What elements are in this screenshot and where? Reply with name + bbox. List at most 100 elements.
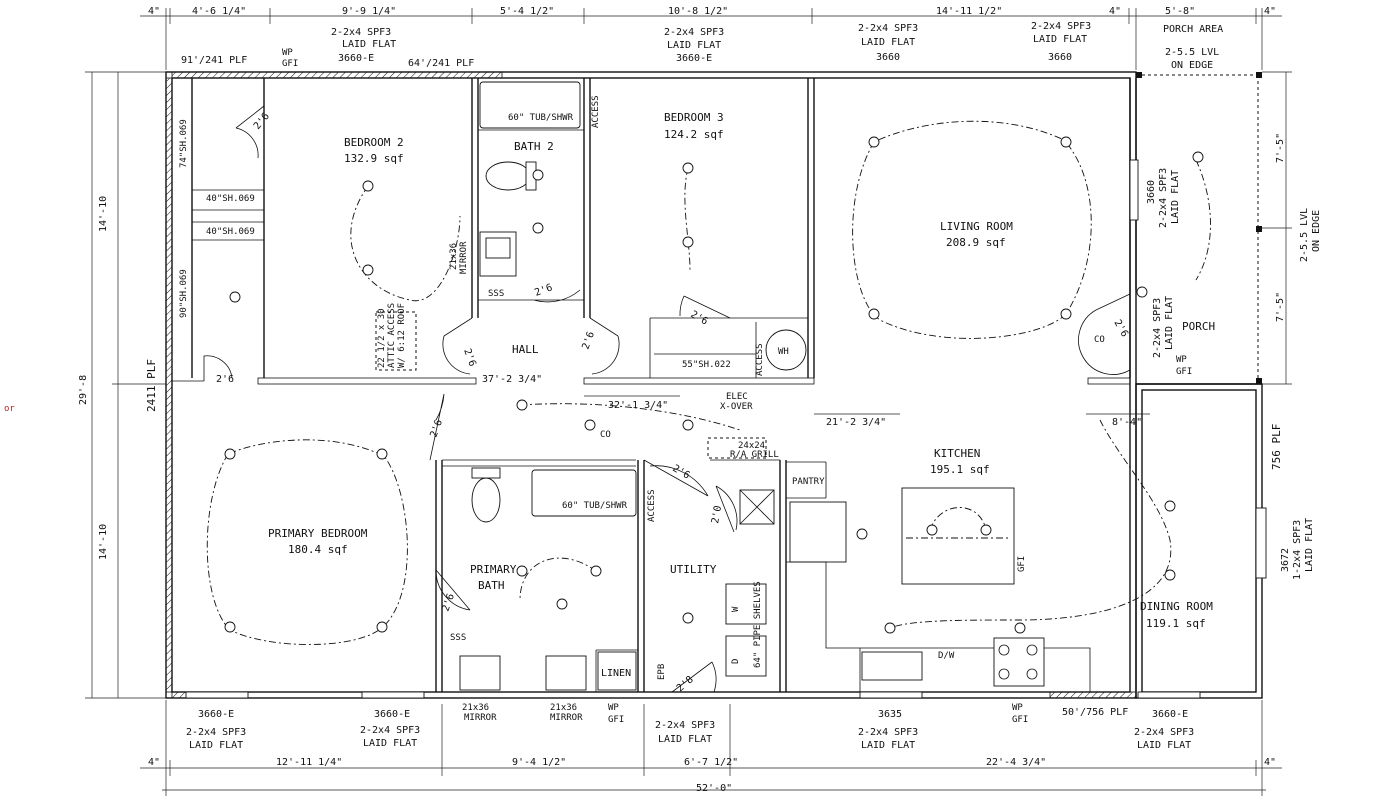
mirror-1-l1: 21x36 [462, 703, 489, 713]
grill-l2: R/A GRILL [730, 450, 779, 460]
door-label-6: 2'6 [689, 309, 710, 328]
beam-label-2: 32'-1 3/4" [608, 400, 668, 411]
room-primary-bath-name: PRIMARY [470, 563, 517, 576]
room-bedroom3-name: BEDROOM 3 [664, 111, 724, 124]
top-header-5-l2: LAID FLAT [1033, 34, 1087, 45]
top-dim-3: 9'-9 1/4" [342, 6, 396, 17]
tub-label-bath2: 60" TUB/SHWR [508, 113, 574, 123]
gfi-bottom-1: GFI [608, 715, 624, 725]
bottom-h-1-l1: 2-2x4 SPF3 [186, 727, 246, 738]
top-header-4-l1: 2-2x4 SPF3 [858, 23, 918, 34]
top-dim-4: 5'-4 1/2" [500, 6, 554, 17]
room-bedroom3-area: 124.2 sqf [664, 128, 724, 141]
door-label-9: 2'6 [671, 463, 692, 482]
top-plf-left: 91'/241 PLF [181, 55, 247, 66]
dining-wall-w: 3672 [1280, 548, 1291, 572]
top-header-1-l1: 2-2x4 SPF3 [331, 27, 391, 38]
door-label-5: 2'6 [580, 330, 597, 351]
top-dim-8: 5'-8" [1165, 6, 1195, 17]
bottom-plf: 50'/756 PLF [1062, 707, 1128, 718]
bottom-dim-2: 12'-11 1/4" [276, 757, 342, 768]
wp-bottom-1: WP [608, 703, 619, 713]
top-dim-6: 14'-11 1/2" [936, 6, 1002, 17]
room-hall-name: HALL [512, 343, 539, 356]
room-bath2-name: BATH 2 [514, 140, 554, 153]
room-kitchen-name: KITCHEN [934, 447, 980, 460]
left-dim-top: 14'-10 [98, 196, 109, 232]
access-label-3: ACCESS [647, 489, 657, 522]
right-dim-bottom: 7'-5" [1275, 292, 1286, 322]
door-label-11: 2'8 [675, 674, 696, 694]
room-dining-area: 119.1 sqf [1146, 617, 1206, 630]
top-dim-9: 4" [1264, 6, 1276, 17]
porch-beam-l1: 2-5.5 LVL [1165, 47, 1219, 58]
porch-area-label: PORCH AREA [1163, 24, 1223, 35]
bottom-w-5: 3660-E [1152, 709, 1188, 720]
bottom-w-4: 3635 [878, 709, 902, 720]
door-label-3: 2'6 [461, 347, 478, 368]
mirror-v-2: MIRROR [459, 241, 469, 274]
porch-right-beam-l1: 2-5.5 LVL [1299, 208, 1310, 262]
top-dim-7: 4" [1109, 6, 1121, 17]
bottom-dim-1: 4" [148, 757, 160, 768]
elec-l1: ELEC [726, 392, 748, 402]
beam-lines: 37'-2 3/4" 32'-1 3/4" 21'-2 3/4" 8'-4" [482, 374, 1150, 428]
bottom-w-1: 3660-E [198, 709, 234, 720]
top-header-3-l1: 2-2x4 SPF3 [664, 27, 724, 38]
margin-note: or [4, 404, 15, 414]
top-header-4-l2: LAID FLAT [861, 37, 915, 48]
shelf-v-2: 90"SH.069 [179, 269, 189, 318]
attic-l2: ATTIC ACCESS [387, 303, 397, 368]
sss-bath2: SSS [488, 289, 504, 299]
interior-walls [172, 78, 1137, 692]
door-label-10: 2'0 [710, 505, 724, 525]
beam-label-3: 21'-2 3/4" [826, 417, 886, 428]
shelf-label-1: 40"SH.069 [206, 194, 255, 204]
bottom-h-4-l1: 2-2x4 SPF3 [858, 727, 918, 738]
door-label-1: 2'6 [252, 111, 272, 132]
co-label-1: CO [600, 430, 611, 440]
porch-wall-l1: 2-2x4 SPF3 [1152, 298, 1163, 358]
door-label-7: 2'6 [428, 418, 445, 439]
top-dimensions: 4" 4'-6 1/4" 9'-9 1/4" 5'-4 1/2" 10'-8 1… [140, 6, 1282, 70]
right-wall-l3: LAID FLAT [1170, 170, 1181, 224]
bottom-h-3-l1: 2-2x4 SPF3 [655, 720, 715, 731]
beam-label-1: 37'-2 3/4" [482, 374, 542, 385]
bottom-h-1-l2: LAID FLAT [189, 740, 243, 751]
beam-label-4: 8'-4" [1112, 417, 1142, 428]
right-dim-top: 7'-5" [1275, 133, 1286, 163]
doors [203, 105, 1131, 693]
room-living-area: 208.9 sqf [946, 236, 1006, 249]
access-label-1: ACCESS [591, 95, 601, 128]
room-primary-name: PRIMARY BEDROOM [268, 527, 368, 540]
door-label-4: 2'6 [533, 282, 554, 299]
elec-l2: X-OVER [720, 402, 753, 412]
access-label-2: ACCESS [755, 343, 765, 376]
door-label-2: 2'6 [216, 374, 234, 385]
gfi-bottom-2: GFI [1012, 715, 1028, 725]
bottom-h-3-l2: LAID FLAT [658, 734, 712, 745]
bottom-headers: 3660-E 2-2x4 SPF3 LAID FLAT 3660-E 2-2x4… [185, 691, 1201, 751]
left-dim-total: 29'-8 [78, 375, 89, 405]
top-plf-right: 64'/241 PLF [408, 58, 474, 69]
attic-l3: W/ 6:12 ROOF [397, 303, 407, 368]
room-bedroom2-name: BEDROOM 2 [344, 136, 404, 149]
mirror-1-l2: MIRROR [464, 713, 497, 723]
water-heater-label: WH [778, 347, 789, 357]
top-header-5-l1: 2-2x4 SPF3 [1031, 21, 1091, 32]
porch-wall-l2: LAID FLAT [1164, 296, 1175, 350]
top-header-3-l2: LAID FLAT [667, 40, 721, 51]
bottom-w-2: 3660-E [374, 709, 410, 720]
wp-label-top: WP [282, 48, 293, 58]
mirror-v-1: 21x36 [449, 243, 459, 270]
left-dim-bottom: 14'-10 [98, 524, 109, 560]
room-bedroom2-area: 132.9 sqf [344, 152, 404, 165]
door-label-8: 2'6 [440, 592, 457, 613]
left-plf: 2411 PLF [145, 359, 158, 412]
wp-bottom-2: WP [1012, 703, 1023, 713]
fixtures: 60" TUB/SHWR ACCESS 21x36 MIRROR SSS 40"… [179, 81, 1267, 723]
epb-label: EPB [657, 664, 667, 680]
room-kitchen-area: 195.1 sqf [930, 463, 990, 476]
top-headers: 91'/241 PLF WP GFI 2-2x4 SPF3 LAID FLAT … [181, 21, 1223, 71]
